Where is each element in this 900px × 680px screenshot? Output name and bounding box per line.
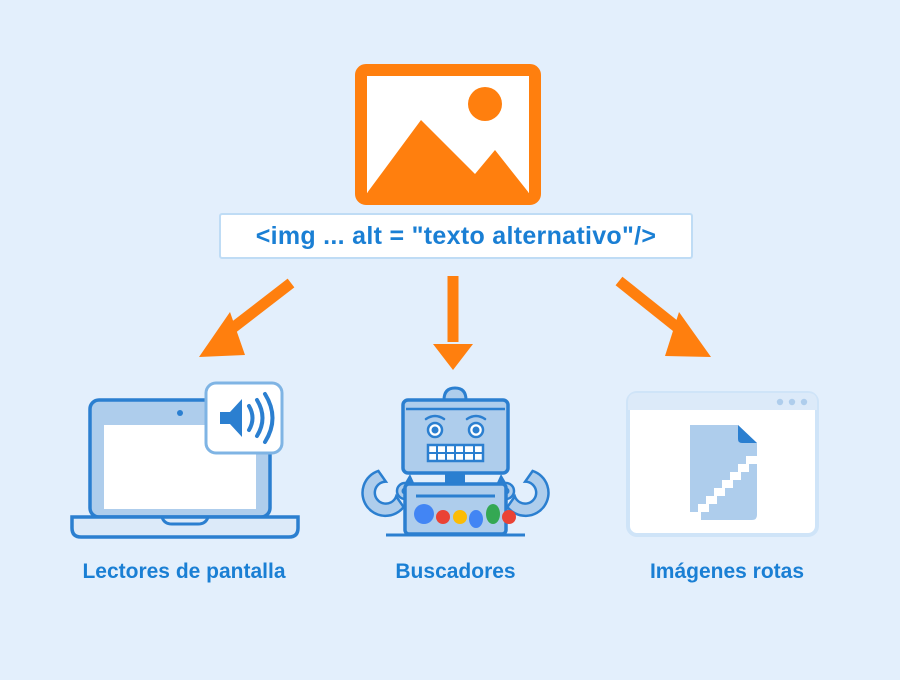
- document-tear: [690, 456, 757, 520]
- laptop-with-speaker-icon: [70, 381, 300, 539]
- alt-attribute-code-text: <img ... alt = "texto alternativo"/>: [255, 221, 657, 250]
- image-contents: [367, 87, 529, 193]
- arrow-down-left: [199, 278, 295, 357]
- robot-mouth: [426, 443, 485, 463]
- laptop-trackpad-notch: [160, 516, 210, 526]
- broken-image-window-icon: [626, 391, 819, 537]
- speaker-icon: [220, 392, 275, 444]
- laptop-base: [70, 515, 300, 539]
- alt-attribute-code-box: <img ... alt = "texto alternativo"/>: [219, 213, 693, 259]
- robot-eyes: [424, 414, 487, 439]
- robot-icon: [361, 386, 550, 537]
- arrow-down: [433, 276, 473, 370]
- speaker-badge: [204, 381, 284, 455]
- torn-document-icon: [690, 425, 757, 520]
- label-broken-images: Imágenes rotas: [649, 560, 805, 583]
- robot-neck: [445, 473, 465, 484]
- browser-window-controls-icon: [776, 398, 808, 406]
- sun-shape: [468, 87, 502, 121]
- image-placeholder-icon: [355, 64, 541, 205]
- robot-antenna: [442, 386, 468, 402]
- document-fold-corner: [738, 425, 757, 443]
- browser-titlebar: [628, 393, 817, 410]
- arrow-down-right: [615, 276, 711, 357]
- laptop-camera-icon: [177, 410, 183, 416]
- label-screen-readers: Lectores de pantalla: [82, 560, 286, 583]
- label-search-engines: Buscadores: [395, 560, 516, 583]
- mountain-shape: [367, 120, 529, 193]
- robot-indicator-dots: [414, 504, 516, 528]
